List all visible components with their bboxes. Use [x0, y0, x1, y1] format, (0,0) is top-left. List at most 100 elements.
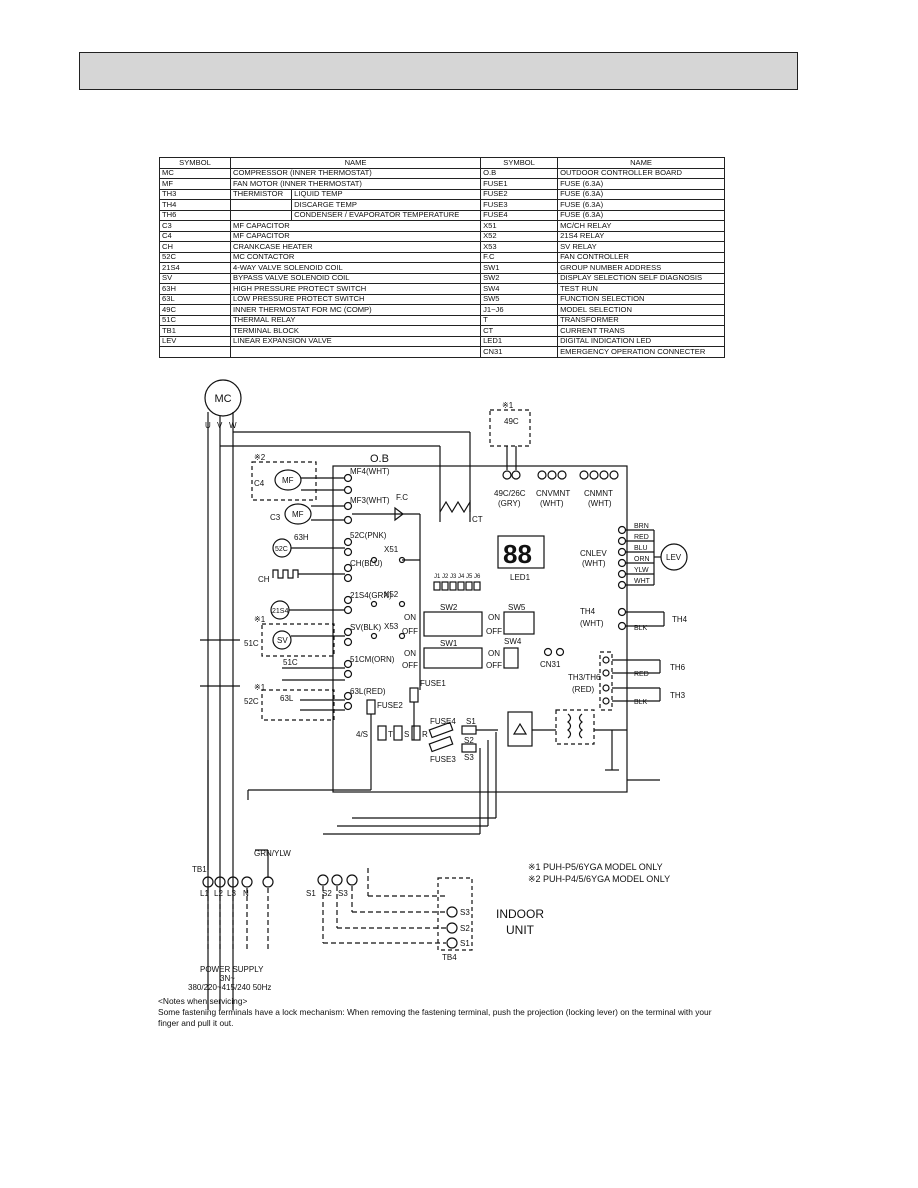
legend-cell: FAN MOTOR (INNER THERMOSTAT): [229, 178, 482, 190]
note-mark-mf4: ※2: [254, 453, 266, 462]
63l-label: 63L: [280, 694, 294, 703]
on-label: ON: [404, 649, 416, 658]
outdoor-s3-label: S3: [338, 889, 348, 898]
legend-cell: MC/CH RELAY: [557, 220, 725, 232]
52c-contact-label: 52C: [244, 697, 259, 706]
u-label: U: [205, 421, 211, 430]
legend-cell: FUSE4: [480, 209, 559, 221]
cnvmnt-label: CNVMNT: [536, 489, 570, 498]
legend-cell: FUSE (6.3A): [557, 188, 725, 200]
cnvmnt-color: (WHT): [540, 499, 564, 508]
mf-label: MF: [292, 510, 304, 519]
tb1-term-n: N: [243, 889, 249, 898]
4s-label: 4/S: [356, 730, 368, 739]
52c-pnk-label: 52C(PNK): [350, 531, 387, 540]
th4-blk-label: BLK: [634, 625, 648, 632]
51c-label: 51C: [283, 658, 298, 667]
cn31-label: CN31: [540, 660, 561, 669]
legend-cell: EMERGENCY OPERATION CONNECTER: [557, 346, 725, 358]
s1-label: S1: [466, 717, 476, 726]
lev-wire-orn: ORN: [634, 556, 650, 563]
legend-cell: X52: [480, 230, 559, 242]
51c-contact-label: 51C: [244, 639, 259, 648]
power-supply-voltage: 380/220~415/240 50Hz: [188, 983, 271, 992]
legend-cell: [229, 346, 482, 358]
legend-cell: MF CAPACITOR: [229, 230, 482, 242]
th3-blk-label: BLK: [634, 699, 648, 706]
th3th6-label: TH3/TH6: [568, 673, 601, 682]
off-label: OFF: [486, 627, 502, 636]
legend-cell: FUSE2: [480, 188, 559, 200]
legend-cell: CRANKCASE HEATER: [229, 241, 482, 253]
sw4-dip-switch: [503, 647, 519, 669]
indoor-s3-label: S3: [460, 908, 470, 917]
v-label: V: [217, 421, 223, 430]
legend-cell: FUSE3: [480, 199, 559, 211]
indoor-unit-label-2: UNIT: [506, 923, 535, 937]
indoor-s1-label: S1: [460, 939, 470, 948]
note-mark-49c: ※1: [502, 401, 514, 410]
legend-header-row: SYMBOL NAME SYMBOL NAME: [159, 157, 725, 169]
fuse1-label: FUSE1: [420, 679, 446, 688]
legend-cell: [229, 209, 293, 221]
49c-connector-label: 49C/26C: [494, 489, 526, 498]
notes-body: Some fastening terminals have a lock mec…: [158, 1007, 712, 1028]
note-mark-sv: ※1: [254, 615, 266, 624]
fan-motor-symbol: [284, 503, 312, 525]
legend-cell: COMPRESSOR (INNER THERMOSTAT): [229, 167, 482, 179]
th4-connector-color: (WHT): [580, 619, 604, 628]
compressor-motor-symbol: [204, 379, 242, 417]
power-supply-label: POWER SUPPLY: [200, 965, 264, 974]
off-label: OFF: [486, 661, 502, 670]
sw1-dip-switch: [423, 647, 483, 669]
52c-coil-label: 52C: [275, 546, 288, 553]
sw4-label: SW4: [504, 637, 522, 646]
sw5-dip-switch: [503, 611, 535, 635]
indoor-s2-label: S2: [460, 924, 470, 933]
fuse4-label: FUSE4: [430, 717, 456, 726]
ch-blu-label: CH(BLU): [350, 559, 383, 568]
ch-label: CH: [258, 575, 270, 584]
sv-blk-label: SV(BLK): [350, 623, 381, 632]
fuse3-label: FUSE3: [430, 755, 456, 764]
note-mark-63l: ※1: [254, 683, 266, 692]
ct-label: CT: [472, 515, 483, 524]
off-label: OFF: [402, 661, 418, 670]
legend-cell: CN31: [480, 346, 559, 358]
legend-header: NAME: [229, 157, 482, 169]
legend-cell: THERMISTOR: [229, 188, 293, 200]
on-label: ON: [488, 649, 500, 658]
49c-connector-color: (GRY): [498, 499, 521, 508]
off-label: OFF: [402, 627, 418, 636]
legend-cell: [229, 199, 293, 211]
x52-label: X52: [384, 590, 399, 599]
cnmnt-label: CNMNT: [584, 489, 613, 498]
fuse2-label: FUSE2: [377, 701, 403, 710]
outdoor-s1-label: S1: [306, 889, 316, 898]
21s4-grn-label: 21S4(GRN): [350, 591, 392, 600]
mc-label: MC: [214, 393, 231, 405]
c4-label: C4: [254, 479, 265, 488]
legend-cell: O.B: [480, 167, 559, 179]
th4-connector-label: TH4: [580, 607, 596, 616]
lev-wire-red: RED: [634, 534, 649, 541]
c3-label: C3: [270, 513, 281, 522]
indoor-unit-tb4: [437, 877, 473, 951]
crankcase-heater-symbol: [272, 569, 299, 579]
lev-wire-blu: BLU: [634, 545, 648, 552]
legend-header: SYMBOL: [480, 157, 559, 169]
legend-cell: X53: [480, 241, 559, 253]
t-terminal-label: T: [388, 730, 393, 739]
x53-label: X53: [384, 622, 399, 631]
